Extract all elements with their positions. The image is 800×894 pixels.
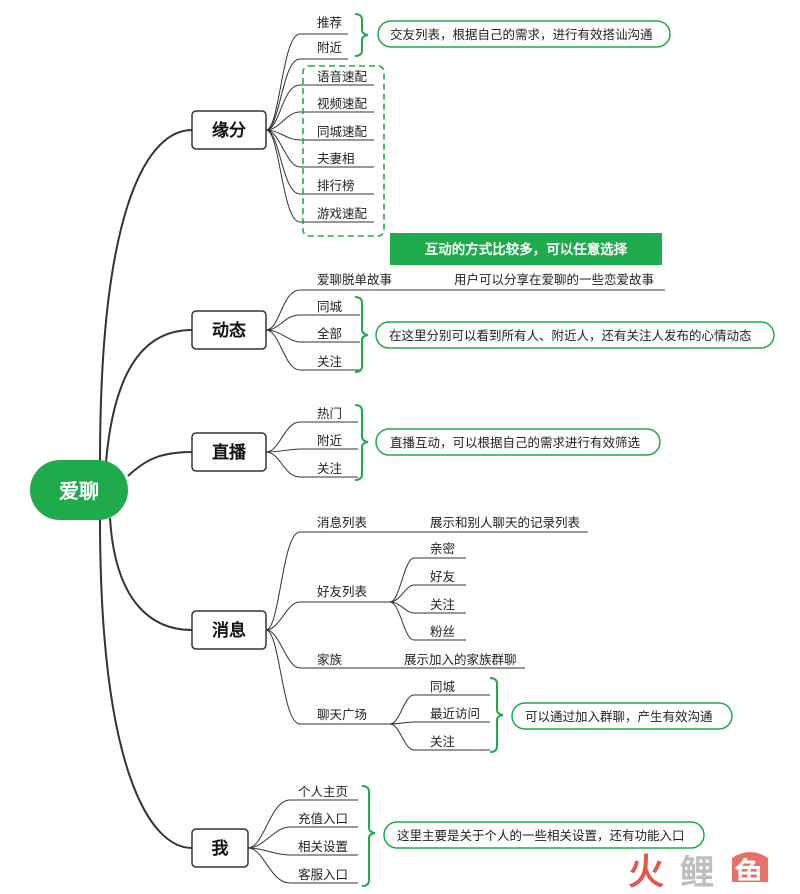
leaf-haoyou[interactable]: 好友 [430, 569, 455, 584]
leaf-tuijian[interactable]: 推荐 [317, 15, 342, 30]
leaf-msg-description: 展示和别人聊天的记录列表 [430, 515, 581, 530]
brace-wo [361, 785, 376, 887]
branch-dongtai: 互动的方式比较多，可以任意选择 动态 爱聊脱单故事 用户可以分享在爱聊的一些恋爱… [191, 233, 775, 373]
leaf-family-description: 展示加入的家族群聊 [404, 652, 517, 667]
note-wo-text: 这里主要是关于个人的一些相关设置，还有功能入口 [397, 828, 685, 843]
leaf-tongcheng-supei[interactable]: 同城速配 [317, 124, 368, 139]
highlight-banner-text: 互动的方式比较多，可以任意选择 [425, 241, 628, 258]
watermark-char-3: 鱼 [734, 857, 764, 892]
branch-label-xiaoxi: 消息 [212, 620, 246, 641]
leaf-fujin[interactable]: 附近 [317, 40, 343, 55]
note-yuanfen: 交友列表，根据自己的需求，进行有效搭讪沟通 [377, 20, 671, 48]
brace-xiaoxi [489, 677, 504, 753]
highlight-banner: 互动的方式比较多，可以任意选择 [390, 233, 662, 265]
branch-wo: 我 个人主页 充值入口 相关设置 客服入口 这里主要是关于个人的一些相关设置，还… [191, 784, 705, 887]
leaf-tuodan-gushi[interactable]: 爱聊脱单故事 [317, 272, 392, 287]
leaf-xiaoxi-liebiao[interactable]: 消息列表 [317, 515, 368, 530]
brace-yuanfen [354, 13, 369, 57]
branch-label-yuanfen: 缘分 [212, 120, 246, 141]
leaf-dongtai-guanzhu[interactable]: 关注 [317, 354, 343, 369]
branch-label-wo: 我 [212, 839, 229, 859]
branch-zhibo: 直播 热门 附近 关注 直播互动，可以根据自己的需求进行有效筛选 [191, 404, 661, 481]
leaf-dongtai-quanbu[interactable]: 全部 [317, 326, 342, 341]
leaf-liaotian-guangchang[interactable]: 聊天广场 [317, 707, 367, 722]
connector-dongtai [105, 329, 193, 463]
leaf-shipin-supei[interactable]: 视频速配 [317, 96, 368, 111]
note-zhibo-text: 直播互动，可以根据自己的需求进行有效筛选 [390, 435, 641, 450]
branch-node-wo[interactable]: 我 [191, 828, 249, 868]
note-zhibo: 直播互动，可以根据自己的需求进行有效筛选 [375, 428, 661, 456]
branch-node-yuanfen[interactable]: 缘分 [191, 110, 267, 150]
leaf-kefu-rukou[interactable]: 客服入口 [298, 867, 348, 882]
trunk-connectors [99, 129, 193, 849]
connector-xiaoxi [109, 517, 193, 631]
watermark-char-2: 鲤 [680, 853, 714, 893]
leaf-qinmi[interactable]: 亲密 [430, 541, 455, 556]
note-yuanfen-text: 交友列表，根据自己的需求，进行有效搭讪沟通 [390, 27, 653, 42]
leaf-zuijin-fangwen[interactable]: 最近访问 [430, 706, 480, 721]
leaf-fensi[interactable]: 粉丝 [430, 624, 455, 639]
leaf-plaza-guanzhu[interactable]: 关注 [430, 734, 456, 749]
fish-logo-icon: 鱼 [732, 852, 768, 892]
leaf-story-description: 用户可以分享在爱聊的一些恋爱故事 [454, 272, 654, 287]
branch-label-dongtai: 动态 [212, 320, 246, 341]
note-wo: 这里主要是关于个人的一些相关设置，还有功能入口 [383, 821, 705, 849]
watermark-char-1: 火 [628, 852, 664, 893]
note-xiaoxi-text: 可以通过加入群聊，产生有效沟通 [525, 709, 713, 724]
leaf-friend-guanzhu[interactable]: 关注 [430, 597, 456, 612]
note-dongtai-text: 在这里分别可以看到所有人、附近人，还有关注人发布的心情动态 [389, 328, 752, 343]
leaf-dongtai-tongcheng[interactable]: 同城 [317, 299, 343, 314]
connector-wo [99, 517, 193, 849]
leaf-chongzhi-rukou[interactable]: 充值入口 [298, 811, 348, 826]
connector-yuanfen [99, 129, 193, 463]
leaf-haoyou-liebiao[interactable]: 好友列表 [317, 584, 368, 599]
brace-zhibo [354, 404, 369, 481]
leaf-remen[interactable]: 热门 [317, 406, 342, 421]
note-xiaoxi: 可以通过加入群聊，产生有效沟通 [511, 702, 733, 730]
root-label: 爱聊 [59, 479, 99, 503]
note-dongtai: 在这里分别可以看到所有人、附近人，还有关注人发布的心情动态 [375, 321, 775, 349]
speed-match-group-box [302, 65, 385, 237]
leaf-yuyin-supei[interactable]: 语音速配 [317, 69, 368, 84]
root-node[interactable]: 爱聊 [30, 460, 128, 520]
leaf-fuqixiang[interactable]: 夫妻相 [317, 151, 355, 166]
branch-node-zhibo[interactable]: 直播 [191, 432, 267, 472]
leaf-zhibo-guanzhu[interactable]: 关注 [317, 461, 343, 476]
connector-zhibo [127, 451, 193, 477]
leaf-geren-zhuye[interactable]: 个人主页 [298, 784, 348, 799]
leaf-plaza-tongcheng[interactable]: 同城 [430, 679, 456, 694]
branch-label-zhibo: 直播 [212, 442, 247, 463]
branch-yuanfen: 缘分 推荐 附近 语音速配 视频速配 同城速配 夫妻相 排行榜 游戏速配 交友列… [191, 13, 671, 237]
leaf-paihangbang[interactable]: 排行榜 [317, 178, 355, 193]
leaf-youxi-supei[interactable]: 游戏速配 [317, 206, 368, 221]
leaf-xiangguan-shezhi[interactable]: 相关设置 [298, 839, 348, 854]
branch-node-dongtai[interactable]: 动态 [191, 310, 267, 350]
watermark: 火 鲤 鱼 [628, 852, 768, 893]
leaf-zhibo-fujin[interactable]: 附近 [317, 433, 343, 448]
branch-node-xiaoxi[interactable]: 消息 [191, 610, 267, 650]
leaf-jiazu[interactable]: 家族 [317, 652, 343, 667]
brace-dongtai [354, 296, 369, 373]
branch-xiaoxi: 消息 消息列表 展示和别人聊天的记录列表 好友列表 亲密 好友 关注 粉丝 家族… [191, 515, 733, 753]
